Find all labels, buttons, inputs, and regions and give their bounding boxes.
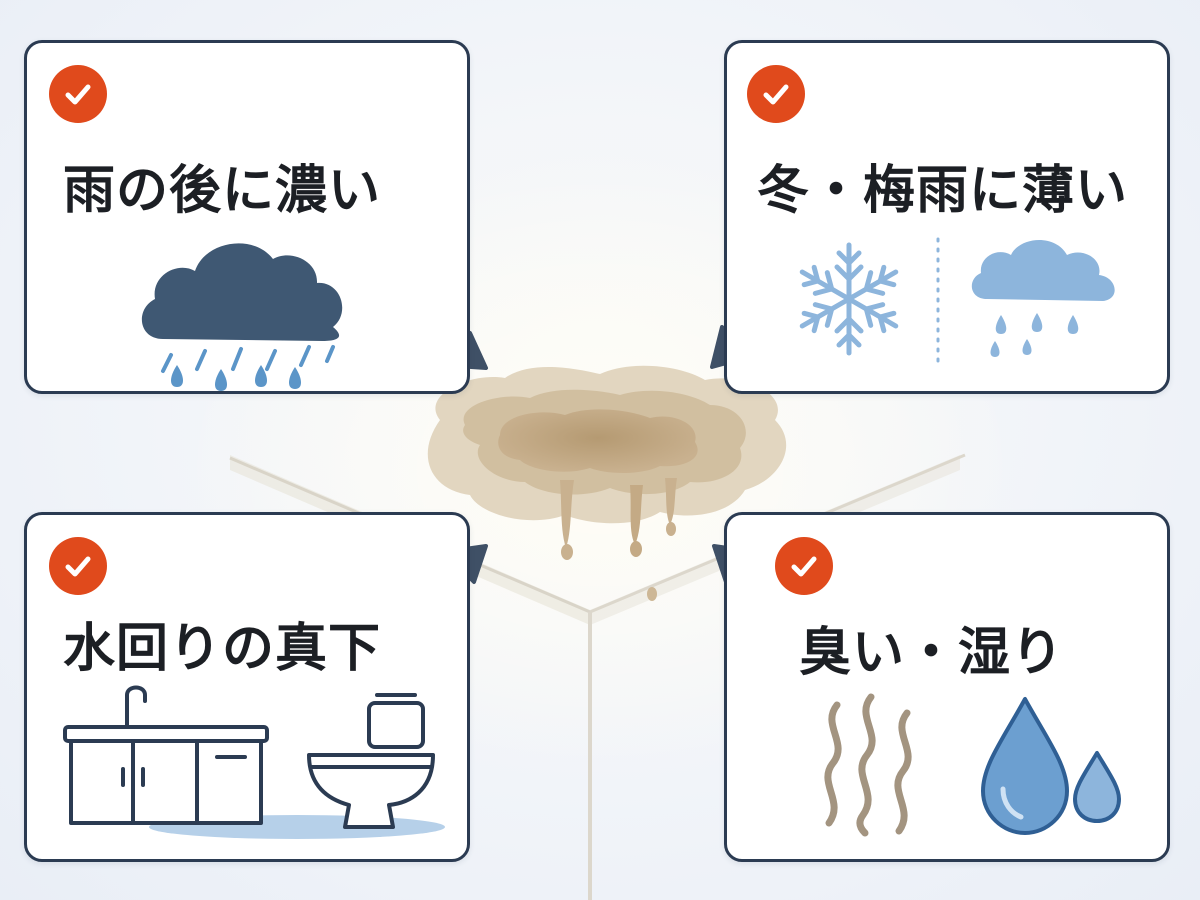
card-label: 水回りの真下 — [63, 619, 382, 679]
snowflake-icon — [789, 242, 909, 359]
card-after-rain: 雨の後に濃い — [24, 40, 470, 394]
card-under-plumbing: 水回りの真下 — [24, 512, 470, 862]
divider-dots — [936, 237, 940, 363]
smell-waves-icon — [824, 693, 912, 837]
card-label: 臭い・湿り — [799, 623, 1065, 683]
light-rain-cloud-icon — [971, 239, 1115, 357]
rain-cloud-icon — [141, 243, 343, 391]
check-icon — [49, 537, 107, 595]
check-icon — [49, 65, 107, 123]
ceiling-stain-icon — [427, 365, 787, 601]
sink-cabinet-icon — [63, 685, 445, 839]
check-icon — [747, 65, 805, 123]
card-label: 冬・梅雨に薄い — [757, 161, 1129, 221]
card-winter-rainy-season: 冬・梅雨に薄い — [724, 40, 1170, 394]
check-icon — [775, 537, 833, 595]
water-drop-icon — [981, 697, 1121, 835]
card-label: 雨の後に濃い — [63, 161, 382, 221]
card-smell-damp: 臭い・湿り — [724, 512, 1170, 862]
